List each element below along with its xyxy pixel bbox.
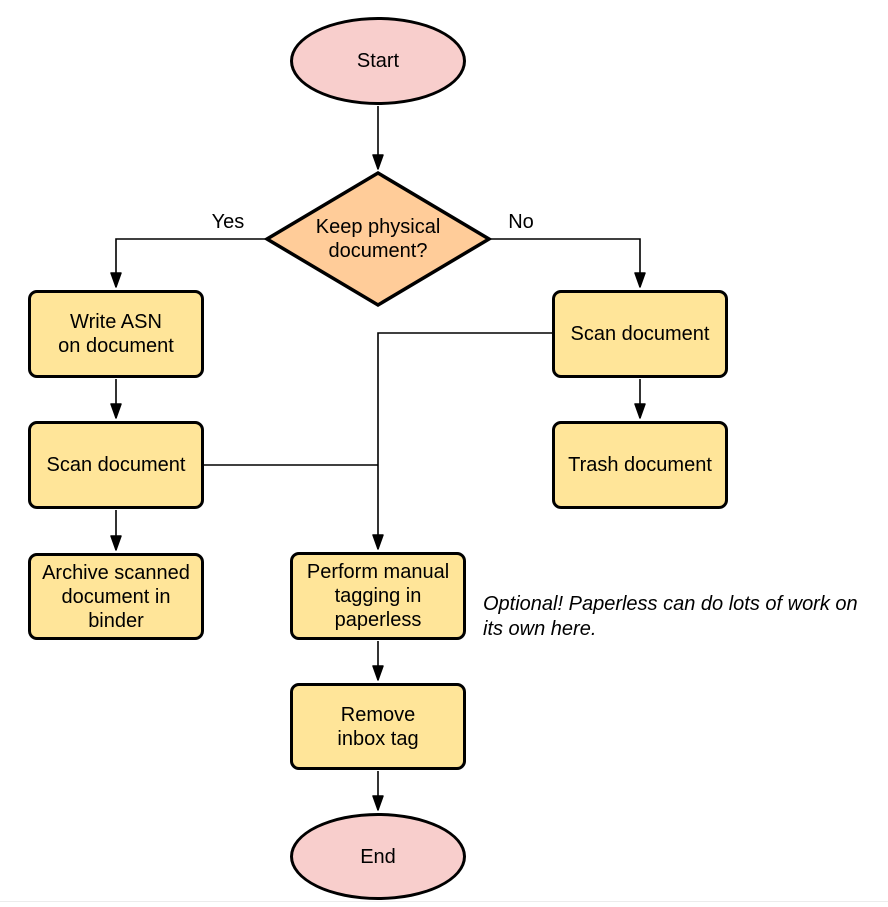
node-scan-document-left: Scan document: [28, 421, 204, 509]
node-scan-document-left-label: Scan document: [46, 454, 186, 476]
node-remove-inbox-tag: Remove inbox tag: [290, 683, 466, 770]
node-remove-inbox-tag-label: Remove inbox tag: [337, 703, 419, 750]
node-manual-tagging: Perform manual tagging in paperless: [290, 552, 466, 640]
edge-decision-yes-to-write-asn: [110, 238, 267, 288]
edge-scan-right-to-tagging: [372, 332, 552, 550]
node-archive-binder: Archive scanned document in binder: [28, 553, 204, 640]
node-decision: Keep physical document?: [268, 172, 488, 306]
node-write-asn-label: Write ASN on document: [58, 311, 174, 357]
node-decision-label: Keep physical document?: [315, 216, 441, 262]
annotation-optional-note: Optional! Paperless can do lots of work …: [483, 593, 858, 640]
node-write-asn: Write ASN on document: [28, 290, 204, 378]
node-start-label: Start: [356, 50, 400, 72]
node-trash-document-label: Trash document: [568, 454, 712, 476]
node-trash-document: Trash document: [552, 421, 728, 509]
edge-decision-no-to-scan-right: [489, 238, 646, 288]
node-scan-document-right-label: Scan document: [570, 323, 710, 345]
edge-label-yes: Yes: [211, 211, 245, 233]
node-start: Start: [290, 17, 466, 105]
page-bottom-divider: [0, 901, 888, 902]
decision-shape: [263, 170, 493, 308]
node-manual-tagging-label: Perform manual tagging in paperless: [306, 561, 450, 631]
node-end: End: [290, 813, 466, 900]
edge-label-no: No: [508, 211, 534, 233]
node-archive-binder-label: Archive scanned document in binder: [42, 561, 190, 632]
node-end-label: End: [360, 845, 396, 868]
node-scan-document-right: Scan document: [552, 290, 728, 378]
